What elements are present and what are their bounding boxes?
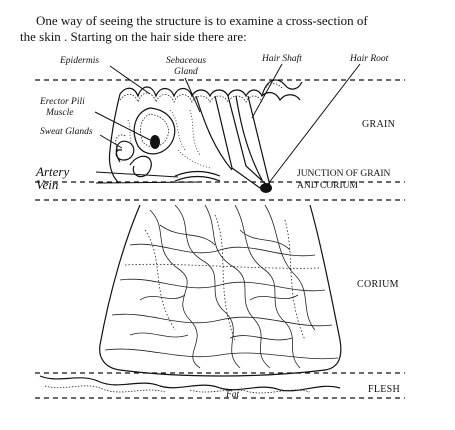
label-hair-root: Hair Root — [349, 54, 389, 64]
pointer-artery — [95, 171, 179, 178]
flesh-layer-drawing — [39, 375, 341, 394]
zone-flesh: FLESH — [368, 384, 400, 395]
pointer-hair-shaft — [251, 63, 283, 119]
label-epidermis: Epidermis — [59, 56, 99, 66]
caption-line-1: One way of seeing the structure is to ex… — [36, 13, 368, 28]
zone-junction-line-1: JUNCTION OF GRAIN — [297, 169, 391, 179]
label-vein: Vein — [36, 177, 58, 192]
pointer-hair-root — [267, 63, 361, 185]
label-erector-line-2: Muscle — [45, 108, 73, 118]
zone-labels: GRAIN JUNCTION OF GRAIN AND CORIUM CORIU… — [297, 119, 400, 395]
pointer-epidermis — [109, 65, 151, 95]
label-sebaceous-line-2: Gland — [174, 67, 198, 77]
pointer-vein — [95, 181, 201, 184]
layer-boundaries — [35, 79, 405, 399]
pointer-erector — [94, 111, 151, 141]
pointer-sweat — [99, 134, 123, 149]
label-sebaceous-line-1: Sebaceous — [166, 56, 206, 66]
label-hair-shaft: Hair Shaft — [261, 53, 302, 64]
structure-labels: Epidermis Sebaceous Gland Hair Shaft Hai… — [35, 53, 389, 400]
pointer-sebaceous — [184, 77, 201, 113]
label-fat: Fat — [225, 390, 240, 400]
label-artery: Artery — [35, 164, 69, 179]
zone-junction-line-2: AND CORIUM — [297, 181, 359, 191]
zone-grain: GRAIN — [362, 119, 395, 130]
zone-corium: CORIUM — [357, 279, 399, 290]
corium-layer-drawing — [99, 204, 342, 377]
grain-layer-drawing — [108, 79, 303, 193]
caption-line-2: the skin . Starting on the hair side the… — [20, 29, 247, 44]
label-sweat-glands: Sweat Glands — [40, 127, 93, 137]
label-erector-line-1: Erector Pili — [39, 97, 85, 107]
pointer-lines — [94, 63, 361, 185]
